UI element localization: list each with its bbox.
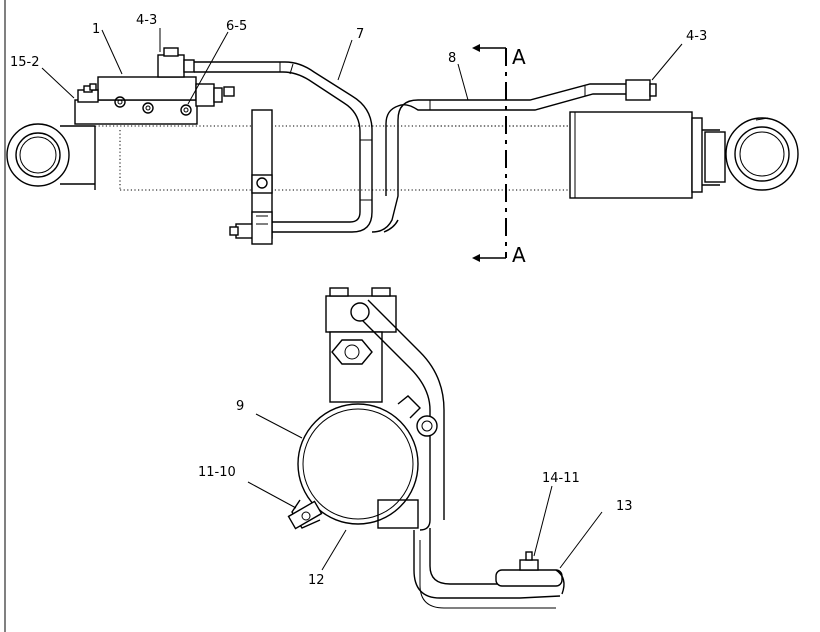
hose-8 [371, 79, 657, 233]
callout-6-5: 6-5 [226, 19, 247, 34]
section-label-bottom: A [512, 243, 526, 267]
callout-13: 13 [616, 499, 633, 514]
callout-7: 7 [356, 27, 364, 42]
right-rod-eye [725, 117, 799, 191]
clamp-ring [287, 395, 438, 530]
hose-end-fitting [229, 109, 273, 245]
callout-4-3-right: 4-3 [686, 29, 707, 44]
leader-lines [41, 28, 683, 571]
cylinder-barrel-hidden-lines [95, 125, 570, 191]
callout-1: 1 [92, 22, 100, 37]
callout-4-3-left: 4-3 [136, 13, 157, 28]
callout-12: 12 [308, 573, 325, 588]
callout-labels: 1 4-3 6-5 15-2 7 8 4-3 9 11-10 12 14-11 … [10, 13, 707, 588]
left-rod-eye [6, 123, 96, 190]
hose-bend-lower [350, 299, 561, 609]
callout-11-10: 11-10 [198, 465, 236, 480]
hose-7 [194, 61, 373, 233]
cylinder-body [430, 111, 726, 199]
section-line-a-a [472, 44, 507, 262]
base-plate [495, 551, 565, 595]
lower-view [287, 287, 565, 609]
valve-block [74, 47, 235, 125]
callout-9: 9 [236, 399, 244, 414]
callout-14-11: 14-11 [542, 471, 580, 486]
callout-15-2: 15-2 [10, 55, 40, 70]
section-label-top: A [512, 45, 526, 69]
upper-view [6, 44, 799, 262]
callout-8: 8 [448, 51, 456, 66]
mounting-block [325, 287, 419, 529]
